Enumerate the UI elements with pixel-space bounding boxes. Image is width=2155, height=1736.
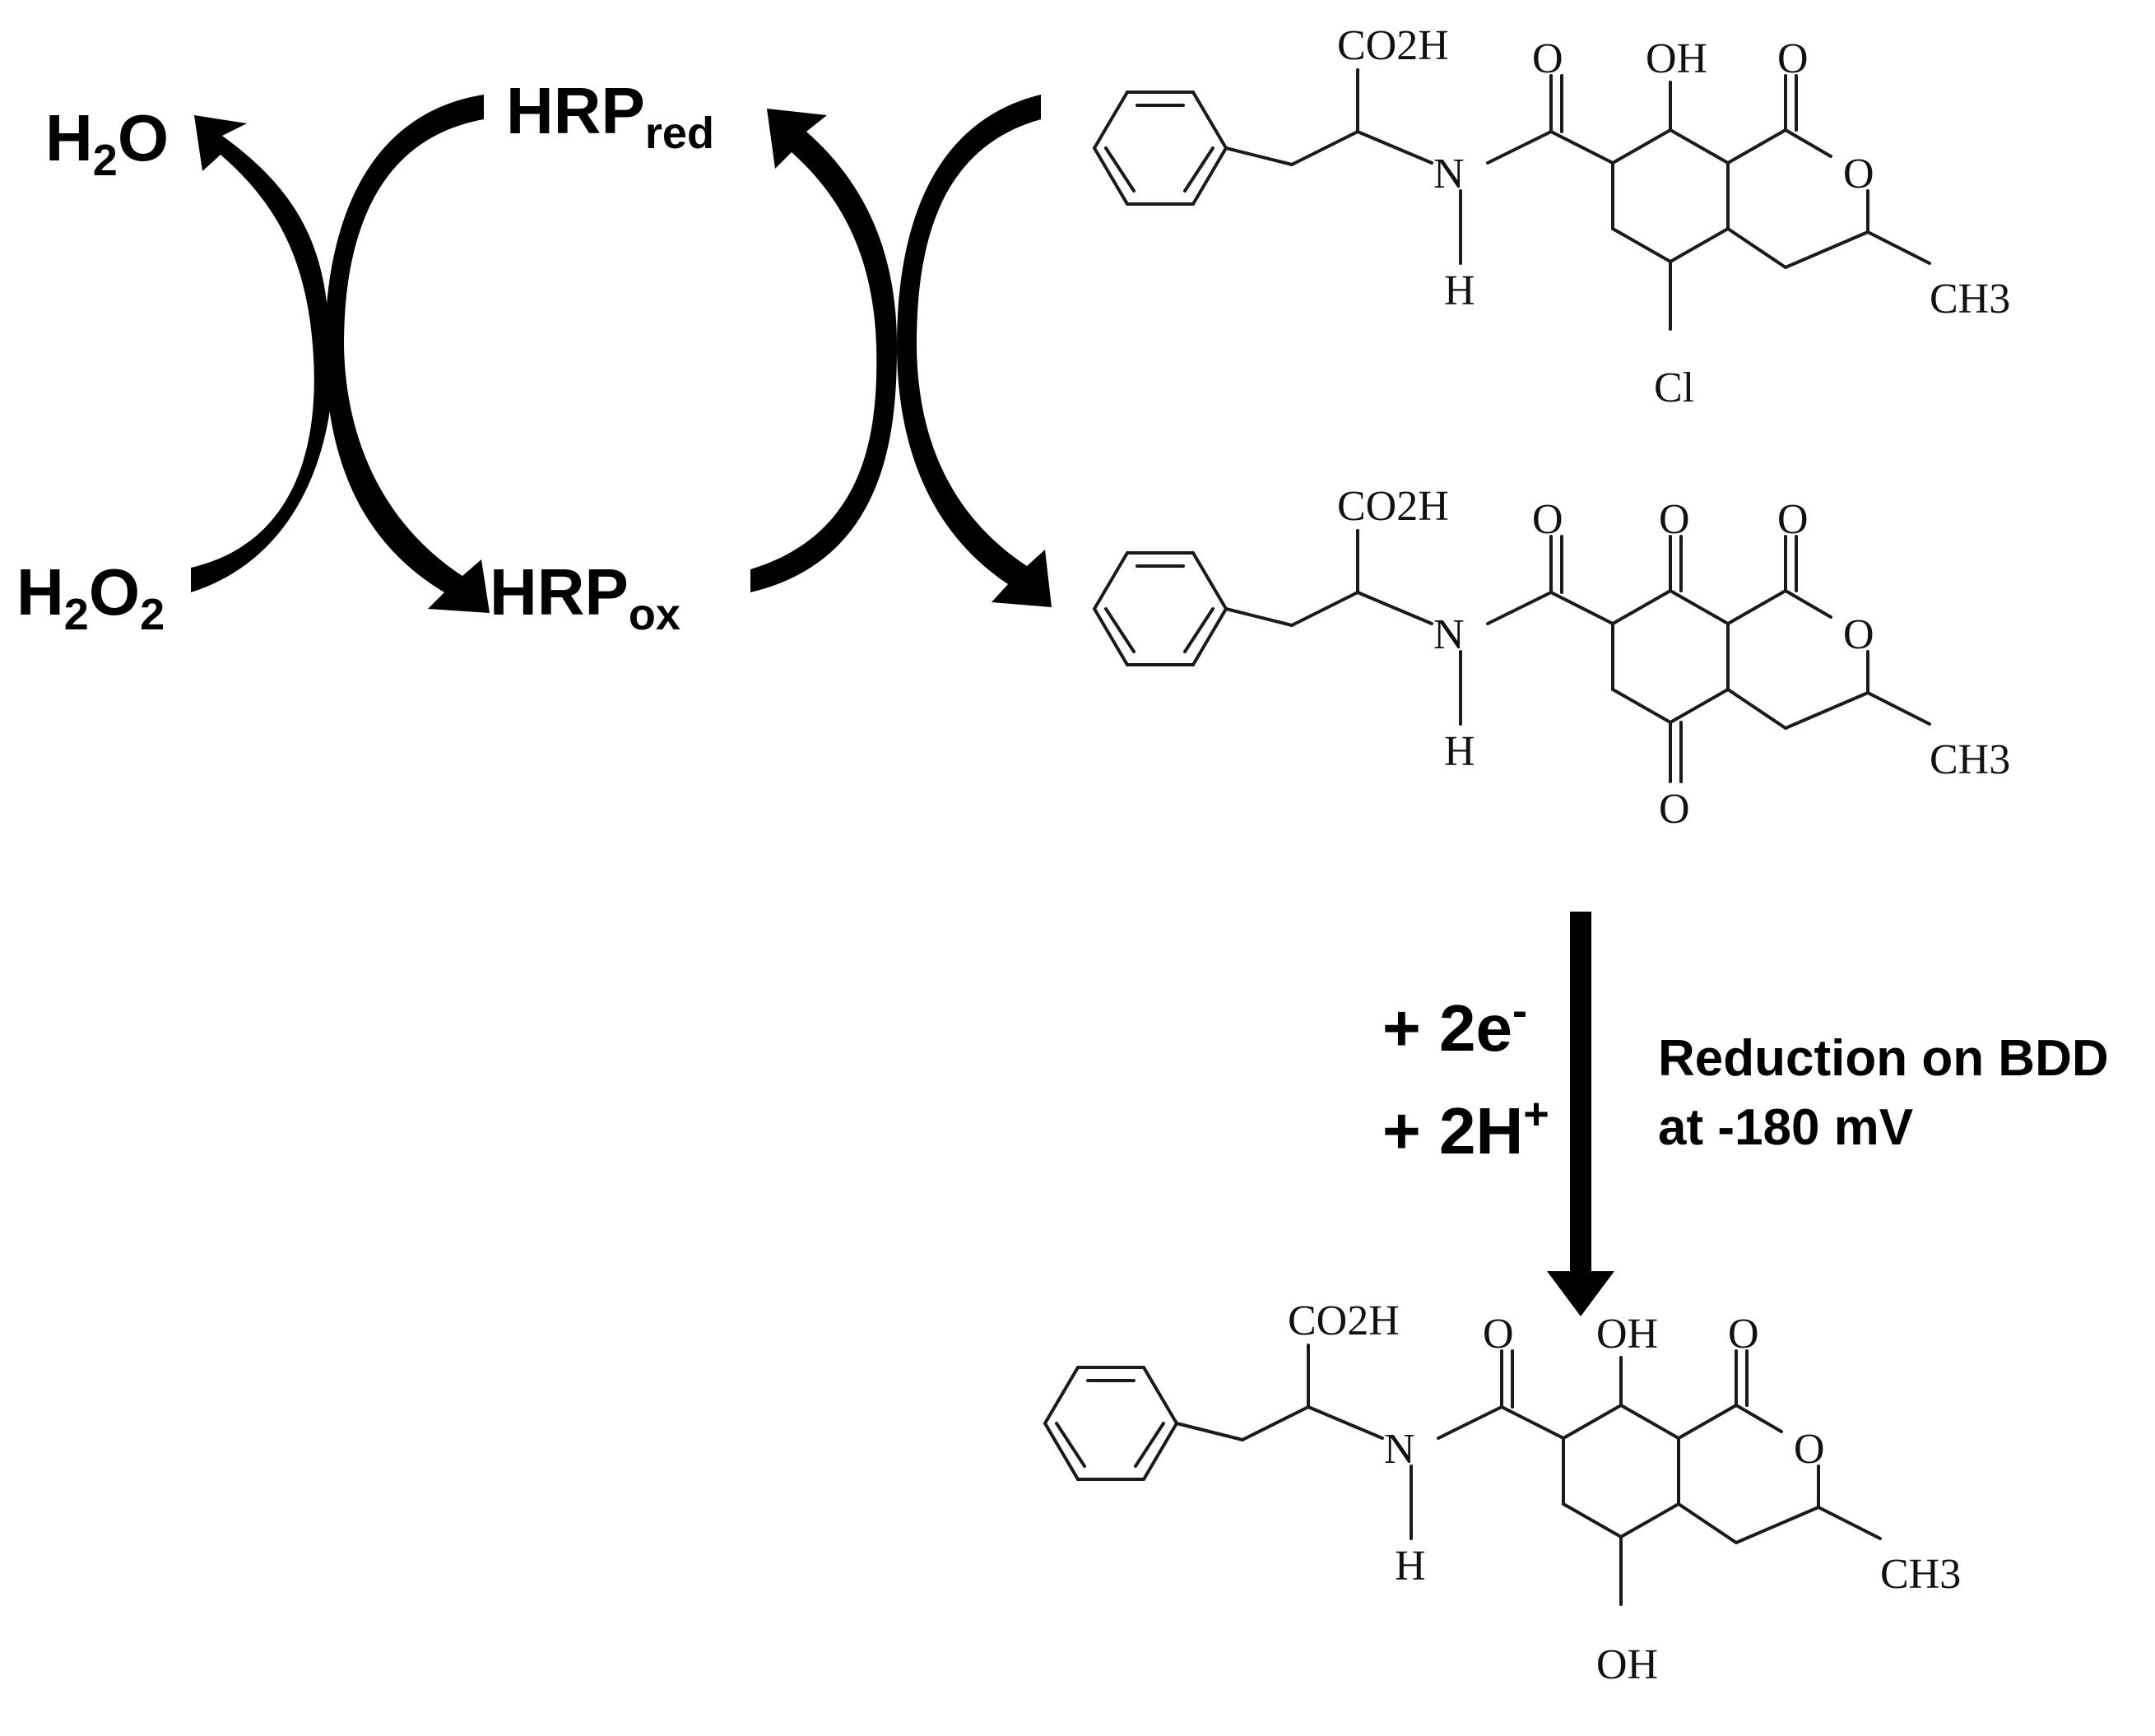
- amide-nitrogen: N: [1433, 151, 1465, 197]
- quinone-oxygen-bottom: O: [1659, 786, 1690, 833]
- arrow-hrpox-to-hrpred: [750, 109, 897, 592]
- arrow-h2o2-to-h2o: [191, 115, 333, 592]
- chlorine-label: Cl: [1654, 364, 1694, 411]
- cycle-arrows: [191, 95, 1052, 613]
- quinone-oxygen-top: O: [1659, 496, 1690, 543]
- co2h-label: CO2H: [1288, 1297, 1400, 1344]
- hydroxyl-top-label: OH: [1596, 1311, 1658, 1358]
- amide-hydrogen: H: [1444, 728, 1475, 775]
- h2o-label: H2O: [45, 101, 170, 185]
- co2h-label: CO2H: [1337, 22, 1449, 69]
- lactone-carbonyl-oxygen: O: [1777, 35, 1809, 82]
- amide-oxygen: O: [1532, 35, 1563, 82]
- protons-label: + 2H+: [1382, 1089, 1549, 1167]
- co2h-label: CO2H: [1337, 483, 1449, 530]
- molecule-quinone: CO2H O O O N H O CH3 O: [1093, 483, 2010, 833]
- amide-nitrogen: N: [1384, 1426, 1415, 1473]
- electrons-label: + 2e-: [1382, 986, 1527, 1065]
- arrow-ota-to-quinone: [897, 95, 1052, 607]
- hydroxyl-bottom-label: OH: [1596, 1641, 1658, 1688]
- hrp-red-label: HRPred: [506, 74, 714, 158]
- methyl-label: CH3: [1930, 276, 2010, 323]
- lactone-carbonyl-oxygen: O: [1728, 1311, 1759, 1358]
- lactone-carbonyl-oxygen: O: [1777, 496, 1809, 543]
- arrow-hrpred-to-hrpox: [325, 95, 490, 613]
- amide-nitrogen: N: [1433, 611, 1465, 658]
- ring-oxygen: O: [1794, 1426, 1825, 1473]
- ring-oxygen: O: [1843, 151, 1874, 197]
- methyl-label: CH3: [1930, 736, 2010, 783]
- hrp-ox-label: HRPox: [490, 555, 680, 639]
- molecule-hydroquinone: CO2H O OH O N H O CH3 OH: [1043, 1297, 1961, 1688]
- amide-hydrogen: H: [1395, 1543, 1426, 1590]
- amide-oxygen: O: [1532, 496, 1563, 543]
- reduction-condition: Reduction on BDD at -180 mV: [1658, 1030, 2109, 1156]
- h2o2-label: H2O2: [16, 555, 165, 639]
- methyl-label: CH3: [1880, 1551, 1961, 1598]
- hydroxyl-label: OH: [1646, 35, 1707, 82]
- molecule-ochratoxin-a: CO2H O OH O N H O CH3 Cl: [1093, 22, 2010, 411]
- amide-hydrogen: H: [1444, 267, 1475, 314]
- amide-oxygen: O: [1483, 1311, 1514, 1358]
- reduction-arrow: [1547, 912, 1614, 1316]
- ring-oxygen: O: [1843, 611, 1874, 658]
